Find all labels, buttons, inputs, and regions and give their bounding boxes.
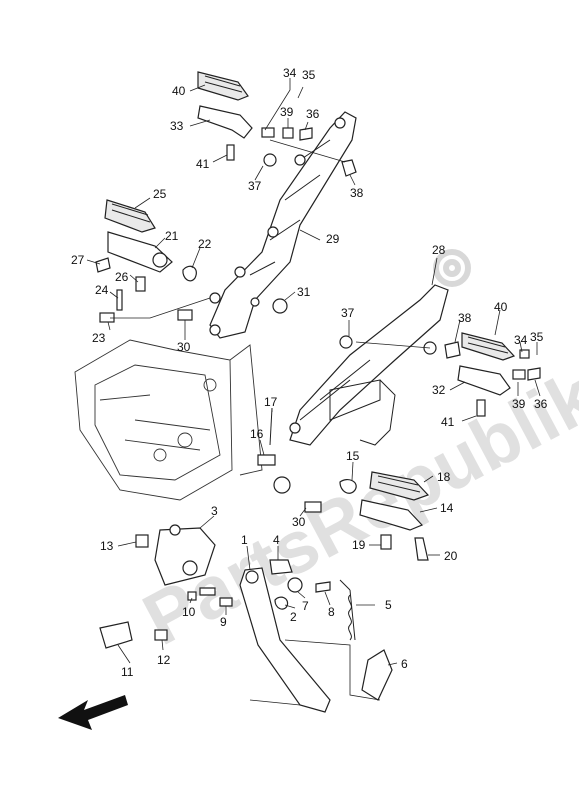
callout-39-right: 39 [512, 397, 526, 411]
callout-10: 10 [182, 605, 196, 619]
callout-34: 34 [283, 66, 297, 80]
callout-41: 41 [196, 157, 210, 171]
callout-25: 25 [153, 187, 167, 201]
callout-14: 14 [440, 501, 454, 515]
left-footrest-bracket [209, 111, 357, 339]
callout-29: 29 [326, 232, 340, 246]
callout-labels: 40 34 35 33 39 36 41 37 38 25 29 21 22 2… [71, 66, 548, 679]
callout-41-right: 41 [441, 415, 455, 429]
callout-40-right: 40 [494, 300, 508, 314]
callout-7: 7 [302, 599, 309, 613]
callout-17: 17 [264, 395, 278, 409]
callout-21: 21 [165, 229, 179, 243]
callout-27: 27 [71, 253, 85, 267]
callout-39: 39 [280, 105, 294, 119]
callout-13: 13 [100, 539, 114, 553]
callout-37: 37 [248, 179, 262, 193]
callout-30-right: 30 [292, 515, 306, 529]
callout-36-right: 36 [534, 397, 548, 411]
callout-40: 40 [172, 84, 186, 98]
callout-26: 26 [115, 270, 129, 284]
side-stand-assembly [99, 524, 393, 713]
callout-19: 19 [352, 538, 366, 552]
callout-6: 6 [401, 657, 408, 671]
callout-18: 18 [437, 470, 451, 484]
callout-32: 32 [432, 383, 446, 397]
callout-28: 28 [432, 243, 446, 257]
leader-lines [86, 78, 541, 706]
passenger-footrest-right [339, 332, 541, 417]
callout-38: 38 [350, 186, 364, 200]
callout-2: 2 [290, 610, 297, 624]
engine-frame-outline [74, 339, 263, 501]
callout-3: 3 [211, 504, 218, 518]
right-footrest-bracket [289, 284, 449, 446]
callout-24: 24 [95, 283, 109, 297]
callout-23: 23 [92, 331, 106, 345]
callout-37-right: 37 [341, 306, 355, 320]
passenger-footrest-left [197, 71, 357, 177]
callout-33: 33 [170, 119, 184, 133]
callout-4: 4 [273, 533, 280, 547]
callout-38-right: 38 [458, 311, 472, 325]
callout-16: 16 [250, 427, 264, 441]
watermark-gear-icon [433, 249, 471, 287]
callout-15: 15 [346, 449, 360, 463]
callout-36: 36 [306, 107, 320, 121]
callout-1: 1 [241, 533, 248, 547]
callout-30-left: 30 [177, 340, 191, 354]
callout-11: 11 [121, 665, 134, 679]
front-direction-arrow-icon [58, 695, 128, 730]
callout-12: 12 [157, 653, 171, 667]
callout-31: 31 [297, 285, 311, 299]
rider-footrest-right [257, 407, 430, 561]
rider-footrest-left [95, 199, 288, 323]
callout-35-right: 35 [530, 330, 544, 344]
callout-34-right: 34 [514, 333, 528, 347]
callout-5: 5 [385, 598, 392, 612]
callout-22: 22 [198, 237, 212, 251]
callout-20: 20 [444, 549, 458, 563]
callout-8: 8 [328, 605, 335, 619]
callout-35: 35 [302, 68, 316, 82]
callout-9: 9 [220, 615, 227, 629]
